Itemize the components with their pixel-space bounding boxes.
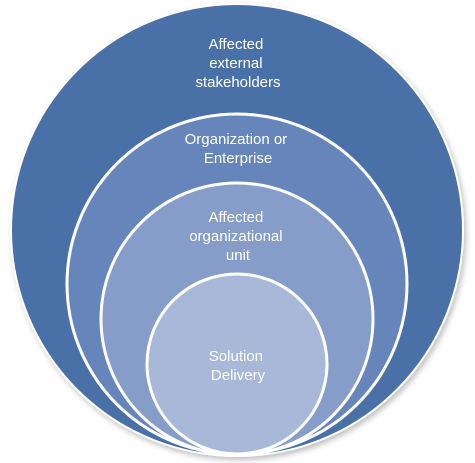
label-organization-or-enterprise: Organization or Enterprise xyxy=(185,131,292,167)
label-solution-delivery: Solution Delivery xyxy=(209,348,267,384)
label-line: Organization or xyxy=(185,131,288,148)
label-line: stakeholders xyxy=(195,74,280,91)
label-line: Solution xyxy=(209,348,263,365)
label-line: Delivery xyxy=(211,367,266,384)
label-line: Affected xyxy=(209,209,264,226)
label-line: external xyxy=(209,55,262,72)
label-affected-external-stakeholders: Affected external stakeholders xyxy=(195,36,280,91)
label-line: organizational xyxy=(189,228,282,245)
label-affected-organizational-unit: Affected organizational unit xyxy=(189,209,287,264)
label-line: Affected xyxy=(209,36,264,53)
ring-solution-delivery xyxy=(145,272,329,456)
label-line: unit xyxy=(226,247,251,264)
label-line: Enterprise xyxy=(204,150,272,167)
